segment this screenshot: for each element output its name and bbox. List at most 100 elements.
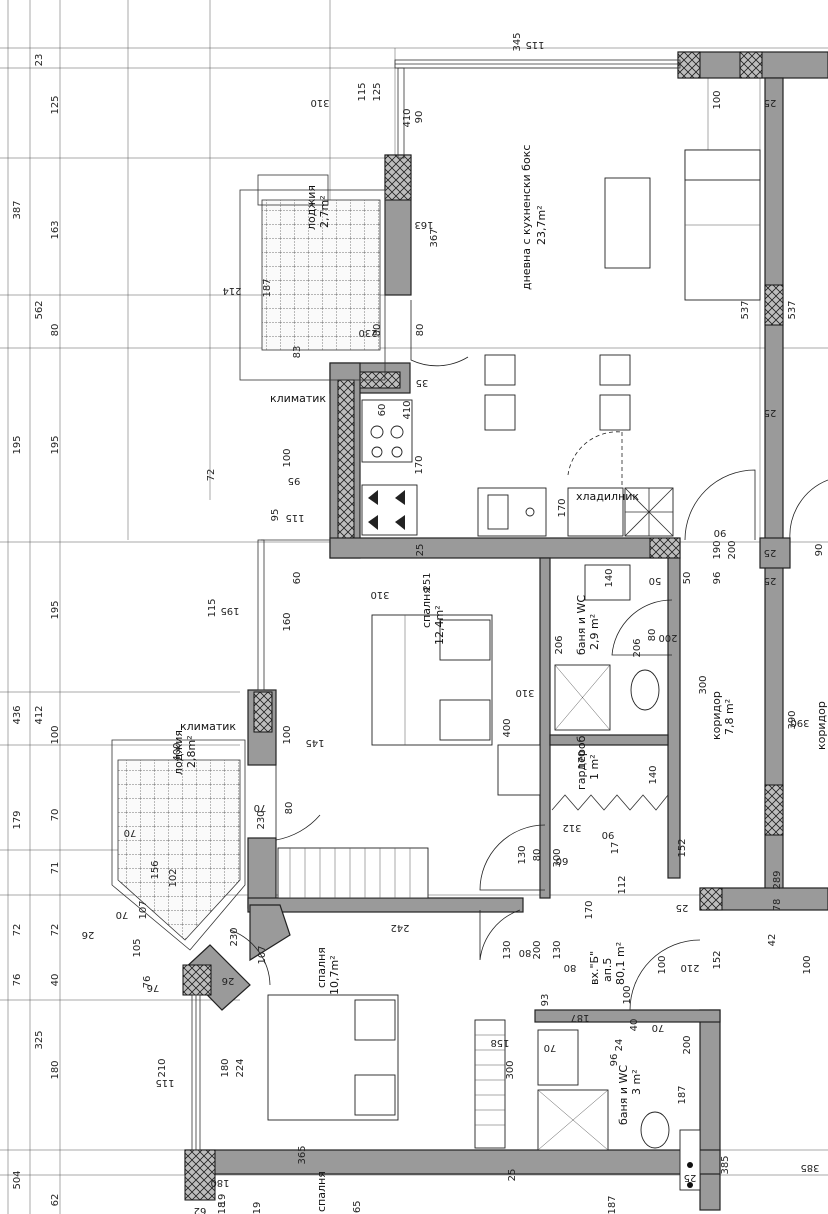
dim-interior-43: 50 [649, 575, 662, 586]
dim-interior-35: 90 [814, 544, 825, 557]
dim-interior-107: 300 [505, 1060, 516, 1079]
dim-interior-81: 170 [584, 900, 595, 919]
dim-interior-25: 95 [288, 475, 301, 486]
dim-interior-6: 100 [712, 90, 723, 109]
dim-interior-42: 140 [604, 568, 615, 587]
dim-interior-59: 170 [577, 750, 588, 769]
label-fridge: хладилник [576, 490, 639, 503]
dim-interior-75: 152 [677, 838, 688, 857]
dim-interior-121: 62 [194, 1205, 207, 1214]
dim-interior-24: 72 [206, 469, 217, 482]
dim-left-20: 180 [50, 1060, 61, 1079]
dim-interior-17: 80 [372, 324, 383, 337]
dim-interior-8: 90 [414, 111, 425, 124]
label-storage-area: 1 m² [588, 754, 601, 780]
dim-interior-84: 78 [772, 899, 783, 912]
dim-interior-103: 70 [544, 1042, 557, 1053]
dim-interior-99: 40 [629, 1019, 640, 1032]
dim-interior-57: 400 [172, 742, 183, 761]
label-entrance: вх."Б" [588, 951, 601, 985]
dim-left-3: 163 [50, 220, 61, 239]
dim-left-10: 412 [34, 705, 45, 724]
label-loggia-top: лоджия [305, 185, 318, 230]
label-apt-area: 80,1 m² [614, 942, 627, 985]
dim-interior-7: 25 [764, 97, 777, 108]
dim-interior-104: 96 [609, 1054, 620, 1067]
dim-interior-67: 70 [116, 909, 129, 920]
label-bath1: баня и WC [575, 595, 588, 655]
dim-interior-122: 18 [217, 1202, 228, 1214]
label-bath2: баня и WC [617, 1065, 630, 1125]
dim-interior-56: 100 [282, 725, 293, 744]
dim-interior-83: 289 [772, 870, 783, 889]
dim-interior-49: 200 [658, 632, 677, 643]
dim-interior-111: 224 [235, 1058, 246, 1077]
dim-interior-93: 152 [712, 950, 723, 969]
dim-interior-10: 163 [414, 219, 433, 230]
loggias [111, 174, 386, 951]
dim-interior-51: 300 [698, 675, 709, 694]
dim-left-1: 125 [50, 95, 61, 114]
dim-interior-11: 537 [740, 300, 751, 319]
dim-interior-3: 125 [372, 82, 383, 101]
dim-interior-50: 206 [632, 638, 643, 657]
dim-interior-70: 26 [82, 929, 95, 940]
doors [229, 300, 828, 1011]
dim-left-22: 62 [50, 1194, 61, 1207]
dim-interior-1: 115 [525, 39, 544, 50]
dim-interior-29: 170 [557, 498, 568, 517]
dim-interior-73: 312 [562, 822, 581, 833]
dim-interior-69: 107 [138, 900, 149, 919]
dim-interior-105: 187 [677, 1085, 688, 1104]
dim-interior-4: 310 [310, 97, 329, 108]
dim-interior-92: 100 [657, 955, 668, 974]
dim-interior-113: 365 [297, 1145, 308, 1164]
dim-interior-110: 180 [220, 1058, 231, 1077]
dim-interior-28: 115 [285, 512, 304, 523]
dim-interior-27: 95 [270, 509, 281, 522]
dim-interior-96: 100 [622, 985, 633, 1004]
dim-interior-30: 25 [415, 544, 426, 557]
dim-interior-18: 80 [415, 324, 426, 337]
dim-interior-80: 112 [617, 875, 628, 894]
dim-interior-88: 80 [519, 947, 532, 958]
dim-interior-20: 60 [377, 404, 388, 417]
dim-left-21: 504 [12, 1170, 23, 1189]
dim-interior-87: 130 [502, 940, 513, 959]
dim-interior-90: 130 [552, 940, 563, 959]
dim-left-12: 70 [50, 809, 61, 822]
label-storage: гардероб [575, 735, 588, 790]
dim-interior-89: 200 [532, 940, 543, 959]
dim-interior-44: 50 [682, 572, 693, 585]
dim-interior-39: 115 [207, 598, 218, 617]
dim-left-11: 100 [50, 725, 61, 744]
dim-interior-100: 70 [652, 1022, 665, 1033]
dim-interior-12: 537 [787, 300, 798, 319]
label-loggia-left: лоджия [172, 730, 185, 775]
dim-interior-36: 251 [422, 572, 433, 591]
dim-interior-97: 187 [570, 1012, 589, 1023]
label-bedroom1: спалня [420, 587, 433, 628]
dim-left-19: 325 [34, 1030, 45, 1049]
room-labels: дневна с кухненски бокс 23,7m² лоджия 2,… [172, 145, 828, 1212]
dim-interior-23: 100 [282, 448, 293, 467]
dim-interior-126: 107 [257, 945, 268, 964]
dim-interior-78: 80 [532, 849, 543, 862]
dim-interior-66: 102 [168, 868, 179, 887]
dim-interior-21: 410 [402, 400, 413, 419]
dim-interior-71: 76 [142, 976, 153, 989]
label-living: дневна с кухненски бокс [520, 145, 533, 290]
dim-interior-115: 385 [800, 1162, 819, 1173]
dim-interior-63: 80 [284, 802, 295, 815]
dim-interior-114: 385 [720, 1155, 731, 1174]
dim-interior-85: 25 [676, 902, 689, 913]
dim-interior-109: 115 [155, 1077, 174, 1088]
label-loggia-left-area: 2,8m² [185, 735, 198, 768]
dim-interior-64: 70 [124, 827, 137, 838]
dim-left-13: 179 [12, 810, 23, 829]
dim-left-16: 72 [50, 924, 61, 937]
dim-left-0: 23 [34, 54, 45, 67]
dim-left-2: 387 [12, 200, 23, 219]
dim-interior-53: 400 [502, 718, 513, 737]
dim-interior-98: 93 [540, 994, 551, 1007]
